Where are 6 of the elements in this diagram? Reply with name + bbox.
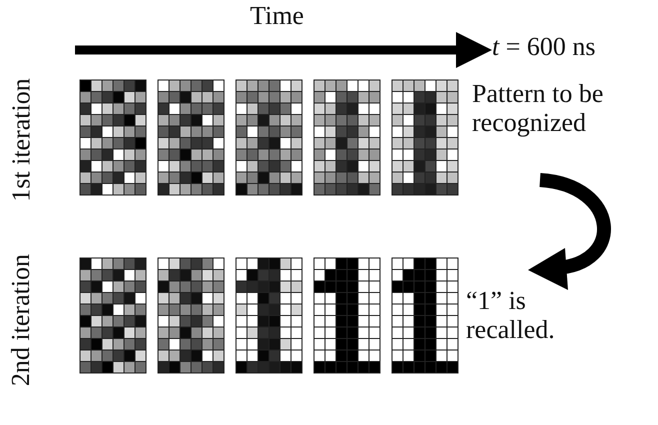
- row-label: 1st iteration: [6, 78, 36, 202]
- time-value: t = 600 ns: [492, 33, 596, 62]
- note: Pattern to be recognized: [472, 80, 604, 138]
- row-label: 2nd iteration: [6, 254, 36, 386]
- note: “1” is recalled.: [466, 287, 556, 344]
- axis-title: Time: [250, 2, 304, 31]
